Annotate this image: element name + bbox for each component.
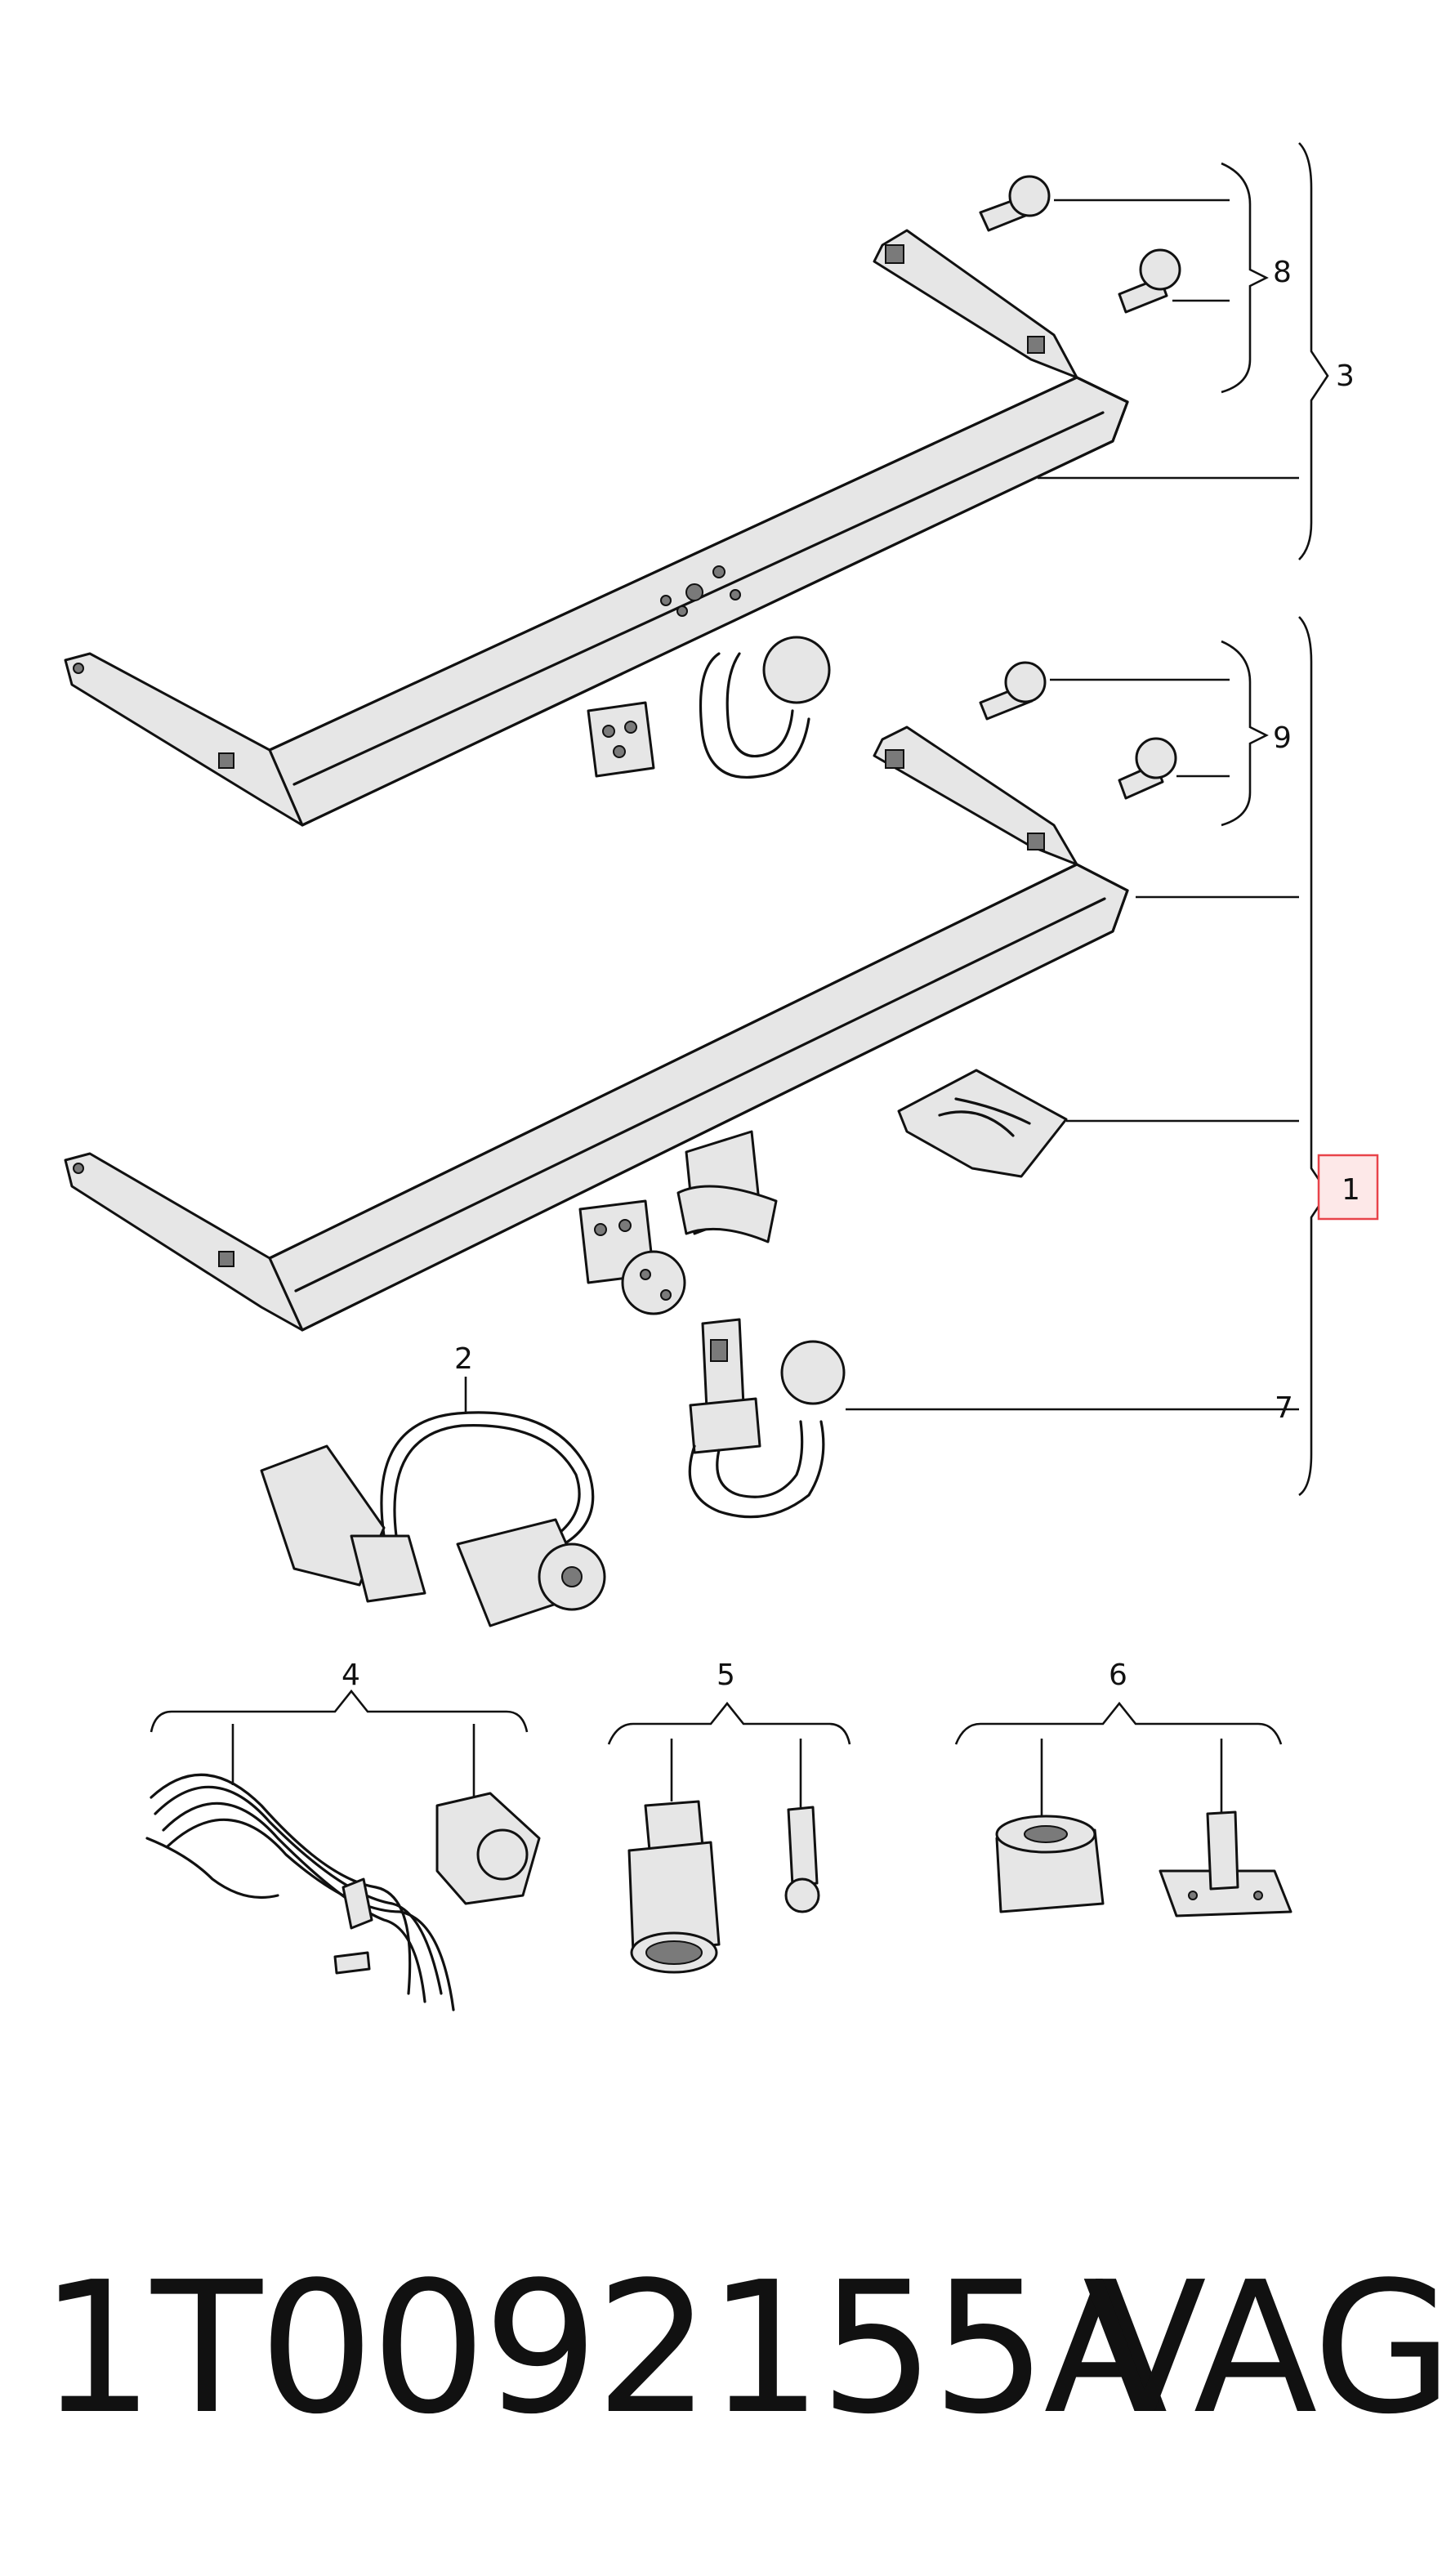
small-parts-bag xyxy=(897,1069,1068,1178)
callout-9: 9 xyxy=(1273,721,1292,755)
callout-5: 5 xyxy=(717,1659,735,1692)
callout-3: 3 xyxy=(1336,359,1355,393)
upper-crossmember xyxy=(64,229,1129,827)
detachable-ball-hook-7 xyxy=(688,1318,846,1519)
mounting-plate-bolt xyxy=(1159,1810,1293,1917)
callout-4: 4 xyxy=(342,1659,360,1692)
callout-2: 2 xyxy=(454,1342,473,1376)
bolt-set-8 xyxy=(979,175,1181,314)
lower-receiver-socket xyxy=(578,1130,778,1315)
tow-bar-parts-diagram: 1 2 3 4 5 6 7 8 9 xyxy=(64,142,1379,2011)
callout-1-highlight xyxy=(1317,1154,1379,1221)
adapter-cable xyxy=(260,1411,606,1627)
footer: 1T0092155A VAG xyxy=(0,2251,1451,2447)
bolt-set-9 xyxy=(979,661,1177,800)
wiring-harness xyxy=(145,1773,541,2011)
part-number: 1T0092155A xyxy=(39,2243,1167,2454)
callout-6: 6 xyxy=(1109,1659,1127,1692)
socket-screw xyxy=(784,1806,820,1913)
brand-name: VAG xyxy=(1083,2243,1451,2454)
lower-crossmember xyxy=(64,725,1129,1332)
mounting-sleeve xyxy=(995,1815,1105,1913)
callout-7: 7 xyxy=(1275,1391,1293,1425)
upper-ball-hook xyxy=(587,636,831,779)
socket-plug xyxy=(627,1800,721,1974)
callout-1: 1 xyxy=(1342,1173,1360,1207)
callout-8: 8 xyxy=(1273,256,1292,289)
